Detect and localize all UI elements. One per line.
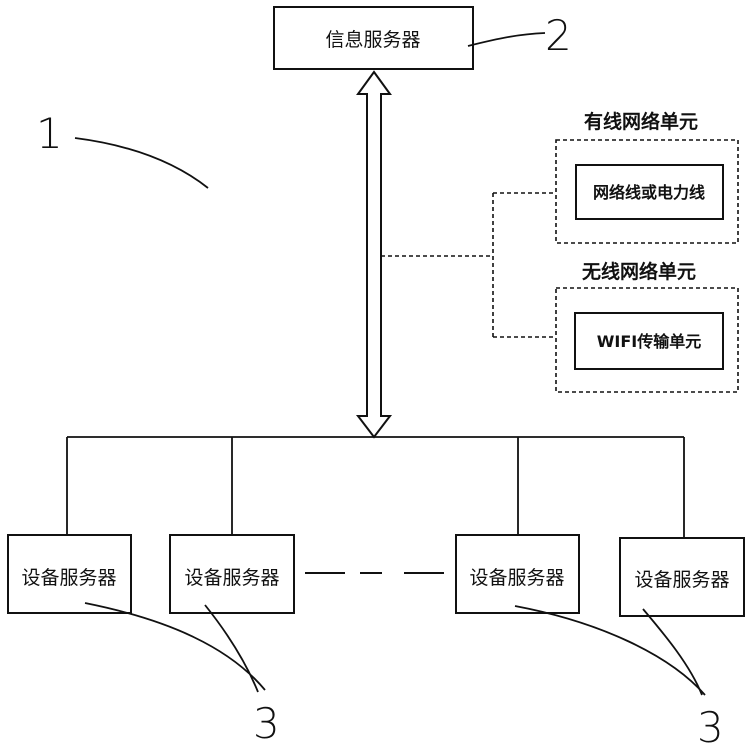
info-server-label: 信息服务器 — [325, 29, 420, 51]
ref-3-left-leaders — [85, 603, 265, 692]
double-arrow — [358, 72, 390, 437]
ref-1-leader — [75, 138, 208, 188]
device-server-label: 设备服务器 — [21, 567, 116, 589]
device-server-label: 设备服务器 — [634, 569, 729, 591]
wired-unit: 有线网络单元 网络线或电力线 — [556, 110, 738, 243]
ref-3-left-label: 3 — [253, 699, 280, 748]
wireless-unit: 无线网络单元 WIFI传输单元 — [556, 260, 738, 392]
wired-unit-inner-label: 网络线或电力线 — [593, 183, 705, 202]
device-server-label: 设备服务器 — [184, 567, 279, 589]
ref-2-leader — [468, 33, 545, 46]
wired-unit-title: 有线网络单元 — [584, 110, 698, 133]
ref-3-right-leaders — [515, 606, 705, 695]
device-server-2: 设备服务器 — [170, 535, 294, 613]
device-server-4: 设备服务器 — [620, 538, 744, 616]
ref-2-label: 2 — [545, 11, 572, 60]
device-bus — [67, 437, 684, 538]
device-server-3: 设备服务器 — [456, 535, 579, 613]
network-connectors — [381, 193, 556, 337]
device-server-label: 设备服务器 — [469, 567, 564, 589]
ref-3-right-label: 3 — [697, 703, 724, 750]
device-server-1: 设备服务器 — [8, 535, 131, 613]
wireless-unit-inner-label: WIFI传输单元 — [597, 332, 702, 351]
ref-1-label: 1 — [36, 109, 63, 158]
info-server: 信息服务器 — [274, 7, 473, 69]
wireless-unit-title: 无线网络单元 — [582, 260, 696, 283]
